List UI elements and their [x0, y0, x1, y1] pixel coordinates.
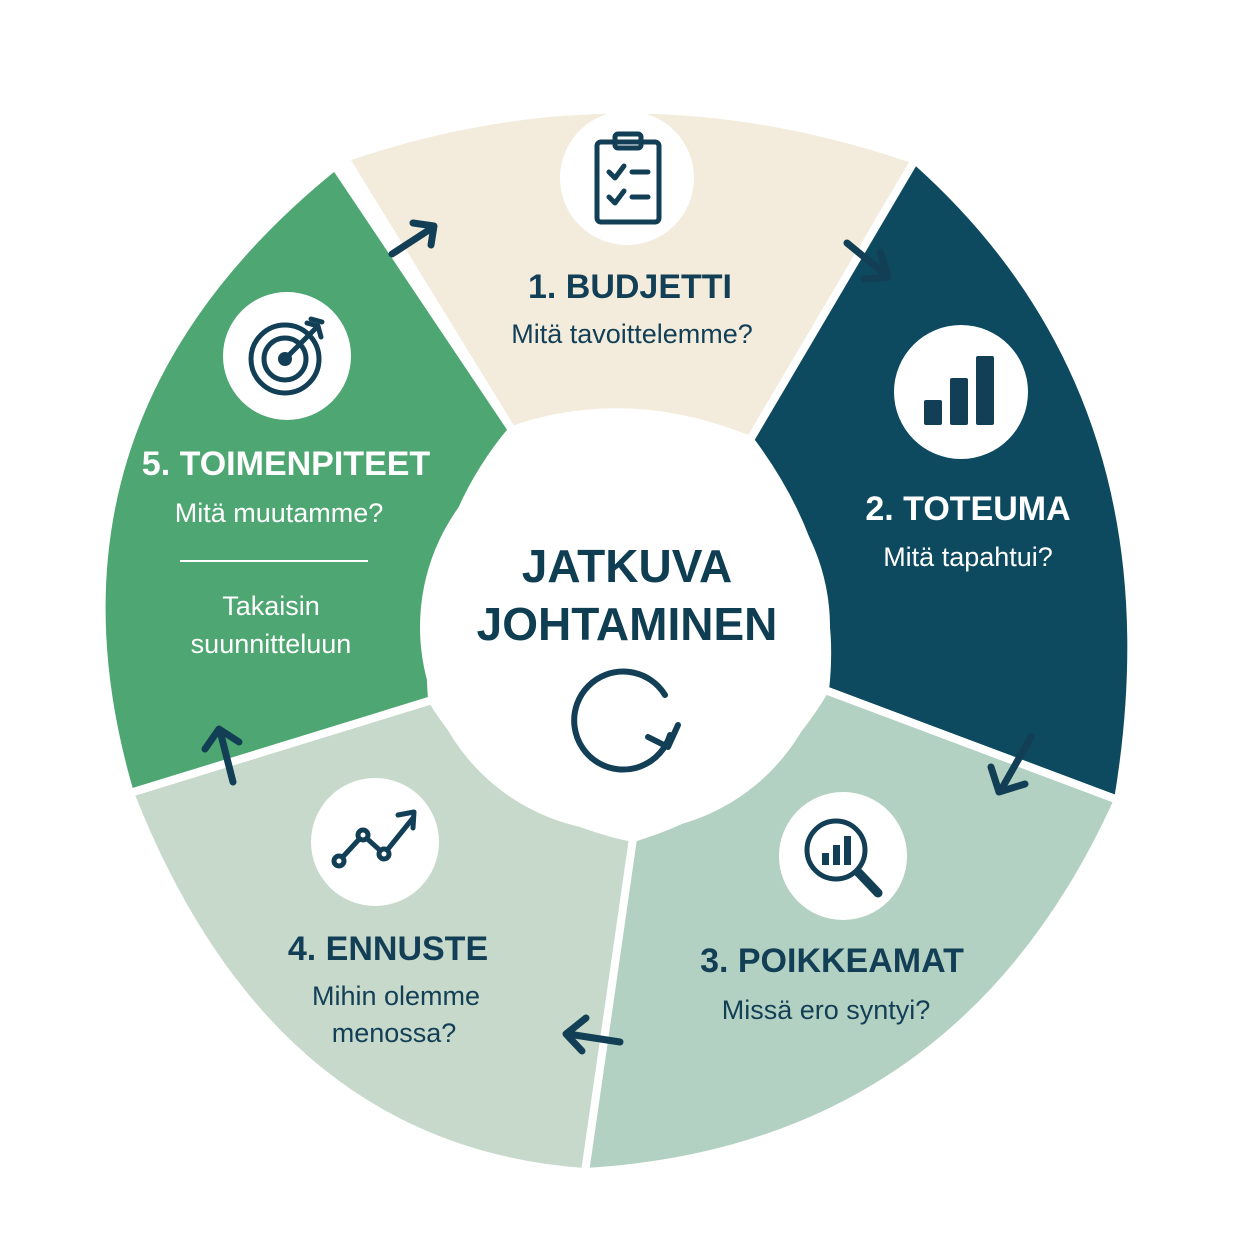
poikkeamat-subtitle: Missä ero syntyi?: [722, 995, 931, 1025]
toimenpiteet-note-line1: Takaisin: [222, 591, 320, 621]
toteuma-title: 2. TOTEUMA: [865, 490, 1070, 528]
toteuma-subtitle: Mitä tapahtui?: [883, 542, 1053, 572]
center-hub: JATKUVA JOHTAMINEN: [420, 422, 830, 832]
trend-line-icon: [331, 809, 417, 869]
poikkeamat-title: 3. POIKKEAMAT: [700, 942, 964, 980]
toimenpiteet-subtitle: Mitä muutamme?: [175, 498, 384, 528]
cycle-arrows: [201, 219, 1035, 1055]
ennuste-title: 4. ENNUSTE: [288, 930, 488, 968]
segment-toimenpiteet-content: 5. TOIMENPITEET Mitä muutamme? Takaisin …: [142, 292, 431, 659]
ennuste-subtitle-line2: menossa?: [332, 1018, 457, 1048]
segment-ennuste-content: 4. ENNUSTE Mihin olemme menossa?: [288, 778, 488, 1048]
arrow-4-to-5-icon: [201, 725, 243, 786]
arrow-1-to-2-icon: [843, 239, 892, 283]
magnifier-chart-icon: [804, 818, 883, 898]
center-title-line1: JATKUVA: [522, 540, 732, 592]
segment-poikkeamat-content: 3. POIKKEAMAT Missä ero syntyi?: [700, 792, 964, 1025]
refresh-cycle-icon: [571, 668, 681, 773]
toimenpiteet-title: 5. TOIMENPITEET: [142, 445, 431, 483]
center-title-line2: JOHTAMINEN: [477, 598, 778, 650]
segment-toteuma-content: 2. TOTEUMA Mitä tapahtui?: [865, 325, 1071, 572]
clipboard-checklist-icon: [594, 131, 662, 225]
arrow-2-to-3-icon: [987, 733, 1035, 796]
budjetti-title: 1. BUDJETTI: [528, 268, 732, 306]
target-icon: [248, 316, 325, 396]
segment-budjetti: [341, 105, 919, 444]
center-circle: [420, 422, 830, 832]
segment-budjetti-content: 1. BUDJETTI Mitä tavoittelemme?: [511, 111, 753, 349]
toimenpiteet-note-line2: suunnitteluun: [191, 629, 352, 659]
bar-chart-icon: [924, 356, 994, 425]
poikkeamat-icon-circle: [779, 792, 907, 920]
arrow-3-to-4-icon: [562, 1014, 624, 1055]
budjetti-subtitle: Mitä tavoittelemme?: [511, 319, 753, 349]
ennuste-subtitle-line1: Mihin olemme: [312, 981, 480, 1011]
budjetti-icon-circle: [560, 111, 694, 245]
arrow-5-to-1-icon: [388, 219, 438, 258]
ennuste-icon-circle: [311, 778, 439, 906]
